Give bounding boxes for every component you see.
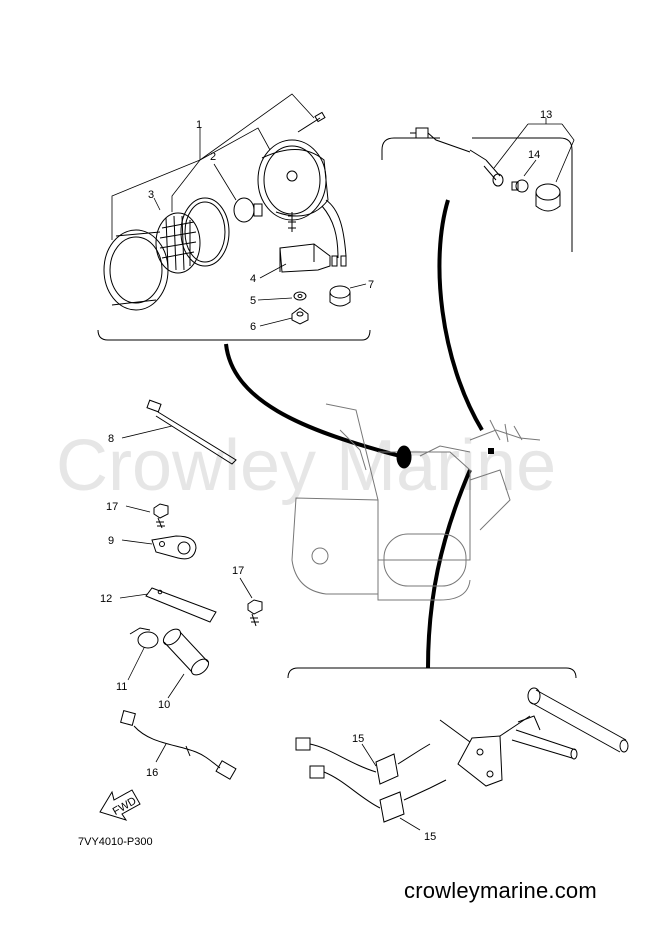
headlight-callout-lines [111,93,367,327]
callout-10: 10 [158,699,170,711]
clamp [151,535,197,560]
clamp-callout [121,539,153,545]
strap-callout [119,593,149,599]
cable-tie [146,399,237,465]
callout-6: 6 [250,321,256,333]
watermark-text: Crowley Marine [56,426,556,506]
headlight-screw [297,111,326,133]
callout-15-upper: 15 [352,733,364,745]
headlight-reflector-grid [155,212,201,274]
bulb-socket-cap [535,183,561,212]
callout-11: 11 [116,681,127,693]
band [129,627,159,649]
callout-3: 3 [148,189,154,201]
diagram-code: 7VY4010-P300 [78,836,153,848]
tube [162,628,210,676]
callout-14: 14 [528,149,540,161]
shaft-assembly [439,687,629,787]
bolt-17-upper-callout [125,505,151,513]
callout-13: 13 [540,109,552,121]
cable-tie-callout [121,425,173,439]
headlight-gasket-ring [180,197,230,267]
bulb-14 [511,179,529,193]
callout-17-upper: 17 [106,501,118,513]
fwd-arrow [99,789,141,821]
headlight-housing [257,139,347,267]
headlight-group-bracket [97,329,371,341]
headlight-bulb [233,197,263,223]
bolt-17-lower [247,599,263,627]
callout-12: 12 [100,593,112,605]
headlight-bracket [279,243,331,273]
bulb-group-bracket-2 [472,137,573,252]
switch-lower [309,765,447,823]
band-callout [127,647,145,681]
switch-leader-curve [426,469,472,669]
fwd-label: FWD [111,795,139,818]
nut [291,307,309,325]
bolt-17-lower-callout [239,577,253,599]
callout-16: 16 [146,767,158,779]
callout-9: 9 [108,535,114,547]
switch-callout-lines [361,743,421,831]
strap [145,587,217,623]
lead-wire [120,710,237,780]
headlight-lens-rim [103,229,169,311]
bulb-on-machine [488,448,494,454]
snowblower-outline [291,403,541,601]
callout-7: 7 [368,279,374,291]
washer [293,291,307,301]
website-footer: crowleymarine.com [404,878,597,903]
callout-8: 8 [108,433,114,445]
bolt-17-upper [153,503,169,529]
callout-4: 4 [250,273,256,285]
callout-2: 2 [210,151,216,163]
callout-15-lower: 15 [424,831,436,843]
switch-group-bracket [287,667,577,679]
bulb-group-bracket [381,137,440,160]
bulb-harness [410,127,504,187]
callout-5: 5 [250,295,256,307]
callout-numbers: 1 2 3 4 5 6 7 8 9 10 11 12 13 14 15 15 1… [100,109,552,843]
bulb-callout-lines [493,118,575,183]
callout-1: 1 [196,119,202,131]
switch-upper [295,737,431,785]
bulb-leader-curve [437,199,484,432]
tube-callout [167,673,185,699]
headlight-on-machine [396,445,412,469]
grommet [329,285,351,307]
lead-wire-callout [155,743,167,763]
headlight-leader-curve [224,343,401,458]
callout-17-lower: 17 [232,565,244,577]
